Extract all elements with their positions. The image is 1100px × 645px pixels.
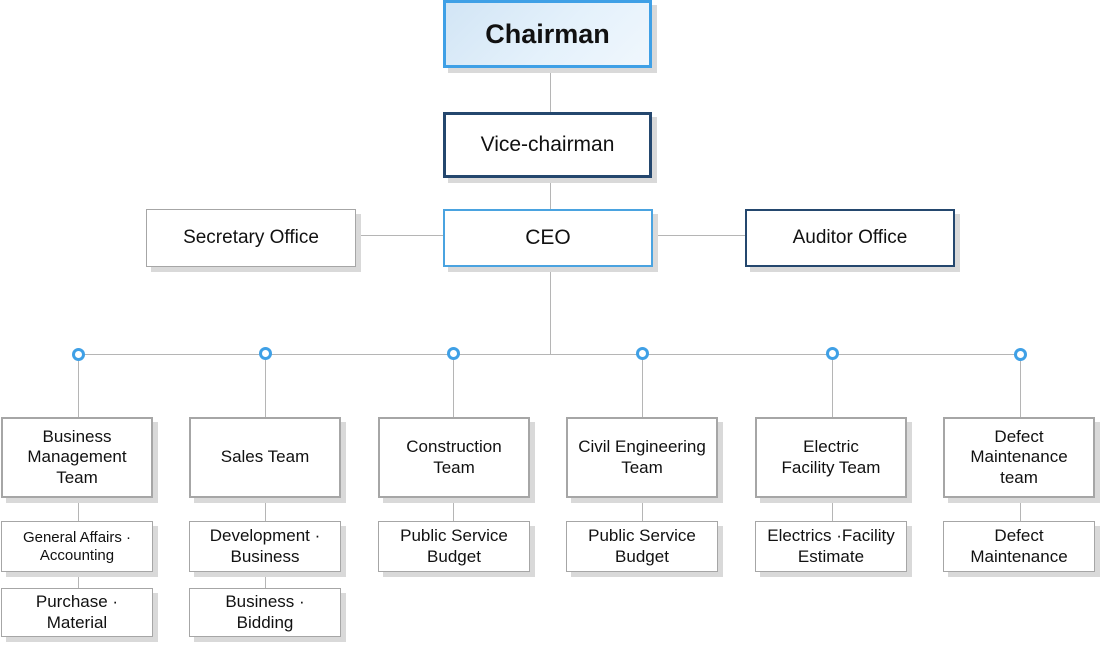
junction-dot-2 <box>259 347 272 360</box>
unit-box-civil-budget: Public Service Budget <box>566 521 718 572</box>
unit-label: Development · Business <box>209 526 321 566</box>
team-box-sales: Sales Team <box>189 417 341 498</box>
auditor-office-label: Auditor Office <box>792 226 908 248</box>
unit-label: Purchase · Material <box>35 592 119 632</box>
connector-unit-5 <box>832 498 833 521</box>
ceo-box: CEO <box>443 209 653 267</box>
unit-box-defect-maintenance: Defect Maintenance <box>943 521 1095 572</box>
team-box-business-management: Business Management Team <box>1 417 153 498</box>
junction-dot-1 <box>72 348 85 361</box>
ceo-label: CEO <box>525 226 571 250</box>
connector-unit-3 <box>453 498 454 521</box>
unit-label: Public Service Budget <box>400 526 508 566</box>
junction-dot-3 <box>447 347 460 360</box>
unit-label: General Affairs · Accounting <box>22 528 132 564</box>
unit-box-construction-budget: Public Service Budget <box>378 521 530 572</box>
connector-unit-6 <box>1020 498 1021 521</box>
team-box-defect-maintenance: Defect Maintenance team <box>943 417 1095 498</box>
team-label: Sales Team <box>220 447 310 467</box>
chairman-label: Chairman <box>485 18 610 49</box>
team-box-civil-engineering: Civil Engineering Team <box>566 417 718 498</box>
secretary-office-label: Secretary Office <box>183 226 319 248</box>
unit-label: Business · Bidding <box>225 592 305 632</box>
connector-unit-2a <box>265 498 266 521</box>
connector-team-6 <box>1020 355 1021 417</box>
connector-ceo-teams <box>550 267 551 355</box>
connector-ceo-auditor <box>653 235 745 236</box>
connector-secretary-ceo <box>356 235 444 236</box>
connector-team-5 <box>832 355 833 417</box>
team-label: Electric Facility Team <box>781 437 881 477</box>
unit-box-general-affairs-accounting: General Affairs · Accounting <box>1 521 153 572</box>
unit-label: Defect Maintenance <box>970 526 1068 566</box>
unit-label: Electrics ·Facility Estimate <box>767 526 895 566</box>
connector-unit-1b <box>78 572 79 588</box>
connector-unit-1a <box>78 498 79 521</box>
connector-team-1 <box>78 355 79 417</box>
junction-dot-5 <box>826 347 839 360</box>
connector-team-4 <box>642 355 643 417</box>
team-label: Business Management Team <box>27 426 127 487</box>
junction-dot-4 <box>636 347 649 360</box>
connector-vice-ceo <box>550 178 551 209</box>
team-box-construction: Construction Team <box>378 417 530 498</box>
junction-dot-6 <box>1014 348 1027 361</box>
vice-chairman-box: Vice-chairman <box>443 112 652 178</box>
unit-box-purchase-material: Purchase · Material <box>1 588 153 637</box>
vice-chairman-label: Vice-chairman <box>480 133 615 157</box>
team-label: Civil Engineering Team <box>578 437 706 477</box>
connector-team-bus <box>78 354 1021 355</box>
connector-team-3 <box>453 355 454 417</box>
team-box-electric-facility: Electric Facility Team <box>755 417 907 498</box>
unit-box-business-bidding: Business · Bidding <box>189 588 341 637</box>
team-label: Construction Team <box>406 437 502 477</box>
connector-unit-2b <box>265 572 266 588</box>
unit-box-electrics-facility-estimate: Electrics ·Facility Estimate <box>755 521 907 572</box>
team-label: Defect Maintenance team <box>970 426 1068 487</box>
chairman-box: Chairman <box>443 0 652 68</box>
connector-chairman-vice <box>550 68 551 112</box>
auditor-office-box: Auditor Office <box>745 209 955 267</box>
unit-label: Public Service Budget <box>588 526 696 566</box>
secretary-office-box: Secretary Office <box>146 209 356 267</box>
connector-unit-4 <box>642 498 643 521</box>
unit-box-development-business: Development · Business <box>189 521 341 572</box>
connector-team-2 <box>265 355 266 417</box>
